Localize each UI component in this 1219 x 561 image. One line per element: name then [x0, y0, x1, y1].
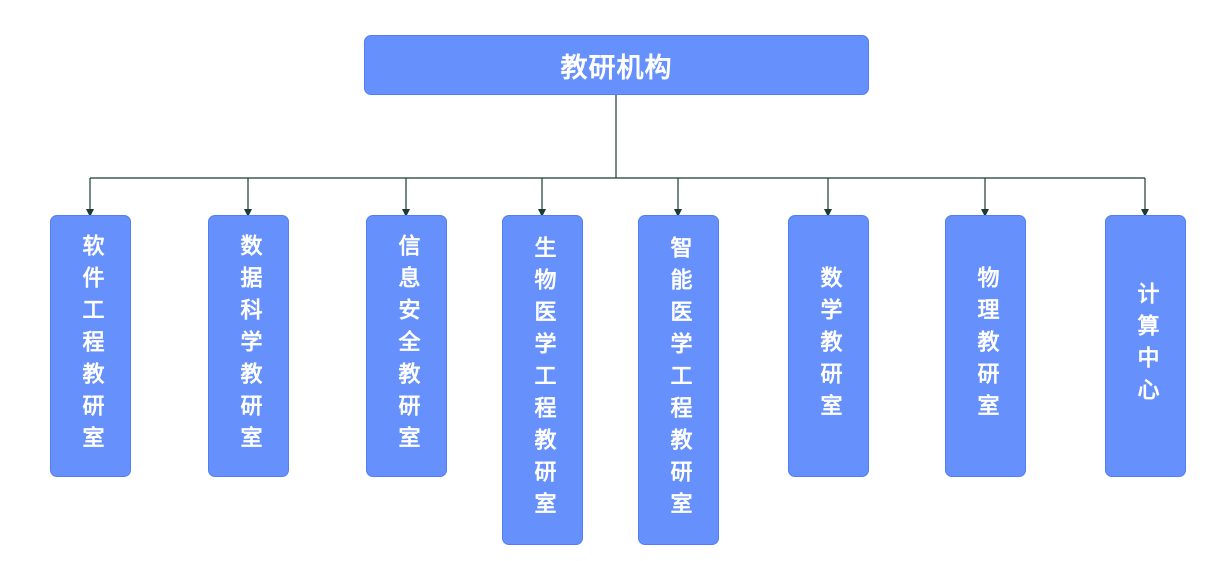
- child-label-physics: 物理教研室: [973, 266, 999, 426]
- child-label-information-security: 信息安全教研室: [394, 234, 420, 458]
- child-label-computing-center: 计算中心: [1133, 282, 1159, 410]
- child-label-intelligent-medical-engineering: 智能医学工程教研室: [666, 236, 692, 524]
- child-node-biomedical-engineering: 生物医学工程教研室: [502, 215, 583, 545]
- child-label-software-engineering: 软件工程教研室: [78, 234, 104, 458]
- child-node-mathematics: 数学教研室: [788, 215, 869, 477]
- child-node-intelligent-medical-engineering: 智能医学工程教研室: [638, 215, 719, 545]
- child-node-computing-center: 计算中心: [1105, 215, 1186, 477]
- child-node-software-engineering: 软件工程教研室: [50, 215, 131, 477]
- child-label-mathematics: 数学教研室: [816, 266, 842, 426]
- root-label: 教研机构: [560, 52, 673, 84]
- child-label-data-science: 数据科学教研室: [236, 234, 262, 458]
- child-node-data-science: 数据科学教研室: [208, 215, 289, 477]
- child-label-biomedical-engineering: 生物医学工程教研室: [530, 236, 556, 524]
- child-node-physics: 物理教研室: [945, 215, 1026, 477]
- child-node-information-security: 信息安全教研室: [366, 215, 447, 477]
- root-node: 教研机构: [364, 35, 869, 95]
